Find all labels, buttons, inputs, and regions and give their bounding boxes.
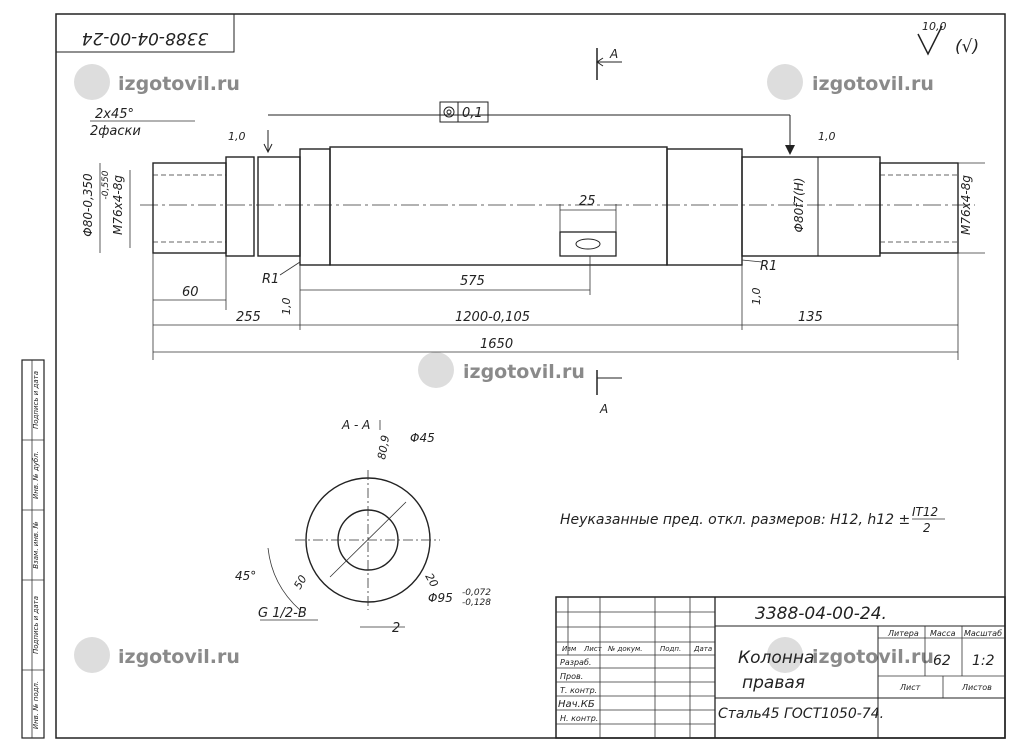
rotated-number: 3388-04-00-24: [82, 28, 209, 48]
tb-head-litera: Литера: [887, 629, 919, 638]
section-d45: Φ45: [410, 431, 435, 445]
dim-1200: 1200-0,105: [455, 310, 530, 325]
watermark-1: izgotovil.ru: [74, 64, 240, 100]
rough-left: 1,0: [228, 130, 246, 143]
row-nach: Нач.КБ: [558, 699, 595, 710]
row-razrab: Разраб.: [560, 658, 591, 667]
svg-text:10,0: 10,0: [922, 20, 947, 33]
rough-mid-right: 1,0: [750, 288, 763, 306]
tb-name-1: Колонна: [738, 648, 814, 668]
section-d2: 2: [392, 621, 400, 636]
chamfer-note-1: 2x45°: [95, 107, 134, 122]
watermark-5: izgotovil.ru: [767, 637, 934, 673]
svg-text:A: A: [609, 47, 618, 61]
section-angle: 45°: [235, 569, 256, 583]
tb-head-massa: Масса: [930, 629, 956, 638]
svg-text:izgotovil.ru: izgotovil.ru: [118, 646, 240, 668]
tb-name-2: правая: [742, 673, 805, 693]
tb-number: 3388-04-00-24.: [755, 604, 887, 624]
note-frac-top: IT12: [912, 505, 938, 519]
slot-width: 25: [579, 194, 596, 209]
tolerance-note: Неуказанные пред. откл. размеров: H12, h…: [560, 505, 945, 535]
runout-frame: [439, 101, 489, 123]
section-d95: Φ95: [428, 591, 453, 605]
svg-text:A: A: [599, 402, 608, 416]
svg-text:izgotovil.ru: izgotovil.ru: [812, 73, 934, 95]
title-block: Изм Лист № докум. Подп. Дата Разраб. Про…: [555, 596, 1006, 739]
dim-1650: 1650: [480, 337, 513, 352]
col-doc: № докум.: [607, 645, 643, 653]
svg-text:izgotovil.ru: izgotovil.ru: [463, 361, 585, 383]
col-izm: Изм: [562, 645, 577, 653]
section-d20: 20: [422, 571, 440, 590]
rotated-number-box: [55, 13, 235, 53]
runout-value: 0,1: [462, 106, 483, 121]
tb-mass: 62: [933, 653, 951, 669]
stamp-4: Подпись и дата: [32, 596, 40, 654]
left-dia: Φ80-0,350: [81, 173, 95, 237]
row-tkontr: Т. контр.: [560, 686, 597, 695]
shaft-drawing: 0,1 2x45° 2фаски 1,0 1,0 Φ80-0,350 -0,55…: [81, 101, 985, 360]
section-marker-bottom: A: [596, 370, 622, 416]
section-title: A - A: [341, 418, 370, 432]
dim-575: 575: [460, 274, 485, 289]
r1-right: R1: [760, 259, 777, 274]
section-d95-tol-bot: -0,128: [462, 598, 491, 608]
row-prov: Пров.: [560, 672, 583, 681]
side-stamp: Подпись и дата Инв. № дубл. Взам. инв. №…: [21, 359, 45, 739]
col-list: Лист: [583, 645, 603, 653]
watermark-4: izgotovil.ru: [74, 637, 240, 673]
stamp-2: Инв. № дубл.: [32, 451, 40, 499]
note-main: Неуказанные пред. откл. размеров: H12, h…: [560, 512, 910, 528]
note-frac-bot: 2: [923, 521, 931, 535]
col-data: Дата: [693, 645, 712, 653]
left-dia-tol: -0,550: [101, 170, 111, 199]
sheet-border: [55, 13, 1006, 739]
section-d50: 50: [291, 573, 309, 592]
tb-head-masshtab: Масштаб: [964, 629, 1002, 638]
right-thread: M76x4-8g: [959, 175, 973, 235]
col-podp: Подп.: [660, 645, 681, 653]
left-thread: M76x4-8g: [111, 175, 125, 235]
section-r809: 80,9: [375, 434, 392, 460]
section-thread: G 1/2-B: [258, 606, 307, 621]
section-marker-top: A: [596, 47, 622, 80]
right-dia: Φ80f7(H): [792, 178, 806, 233]
roughness-mark: 10,0 (√): [917, 20, 979, 57]
r1-left: R1: [262, 272, 279, 287]
section-view: A - A Φ45 80,9 45° 50 20 Φ95 -0,072 -0,1…: [235, 418, 491, 636]
svg-text:izgotovil.ru: izgotovil.ru: [812, 646, 934, 668]
chamfer-note-2: 2фаски: [90, 124, 141, 139]
watermark-2: izgotovil.ru: [767, 64, 934, 100]
tb-material: Сталь45 ГОСТ1050-74.: [718, 706, 884, 722]
row-nkontr: Н. контр.: [560, 714, 598, 723]
stamp-3: Взам. инв. №: [32, 521, 40, 569]
rough-right: 1,0: [818, 130, 836, 143]
svg-text:(√): (√): [955, 37, 979, 57]
tb-scale: 1:2: [972, 653, 995, 669]
tb-list: Лист: [899, 683, 921, 692]
tb-listov: Листов: [961, 683, 992, 692]
stamp-1: Подпись и дата: [32, 371, 40, 429]
rough-mid-left: 1,0: [280, 298, 293, 316]
dim-135: 135: [798, 310, 823, 325]
dim-60: 60: [182, 285, 199, 300]
stamp-5: Инв. № подл.: [32, 681, 40, 729]
svg-text:izgotovil.ru: izgotovil.ru: [118, 73, 240, 95]
dim-255: 255: [236, 310, 261, 325]
watermark-3: izgotovil.ru: [418, 352, 585, 388]
section-d95-tol-top: -0,072: [462, 588, 491, 598]
